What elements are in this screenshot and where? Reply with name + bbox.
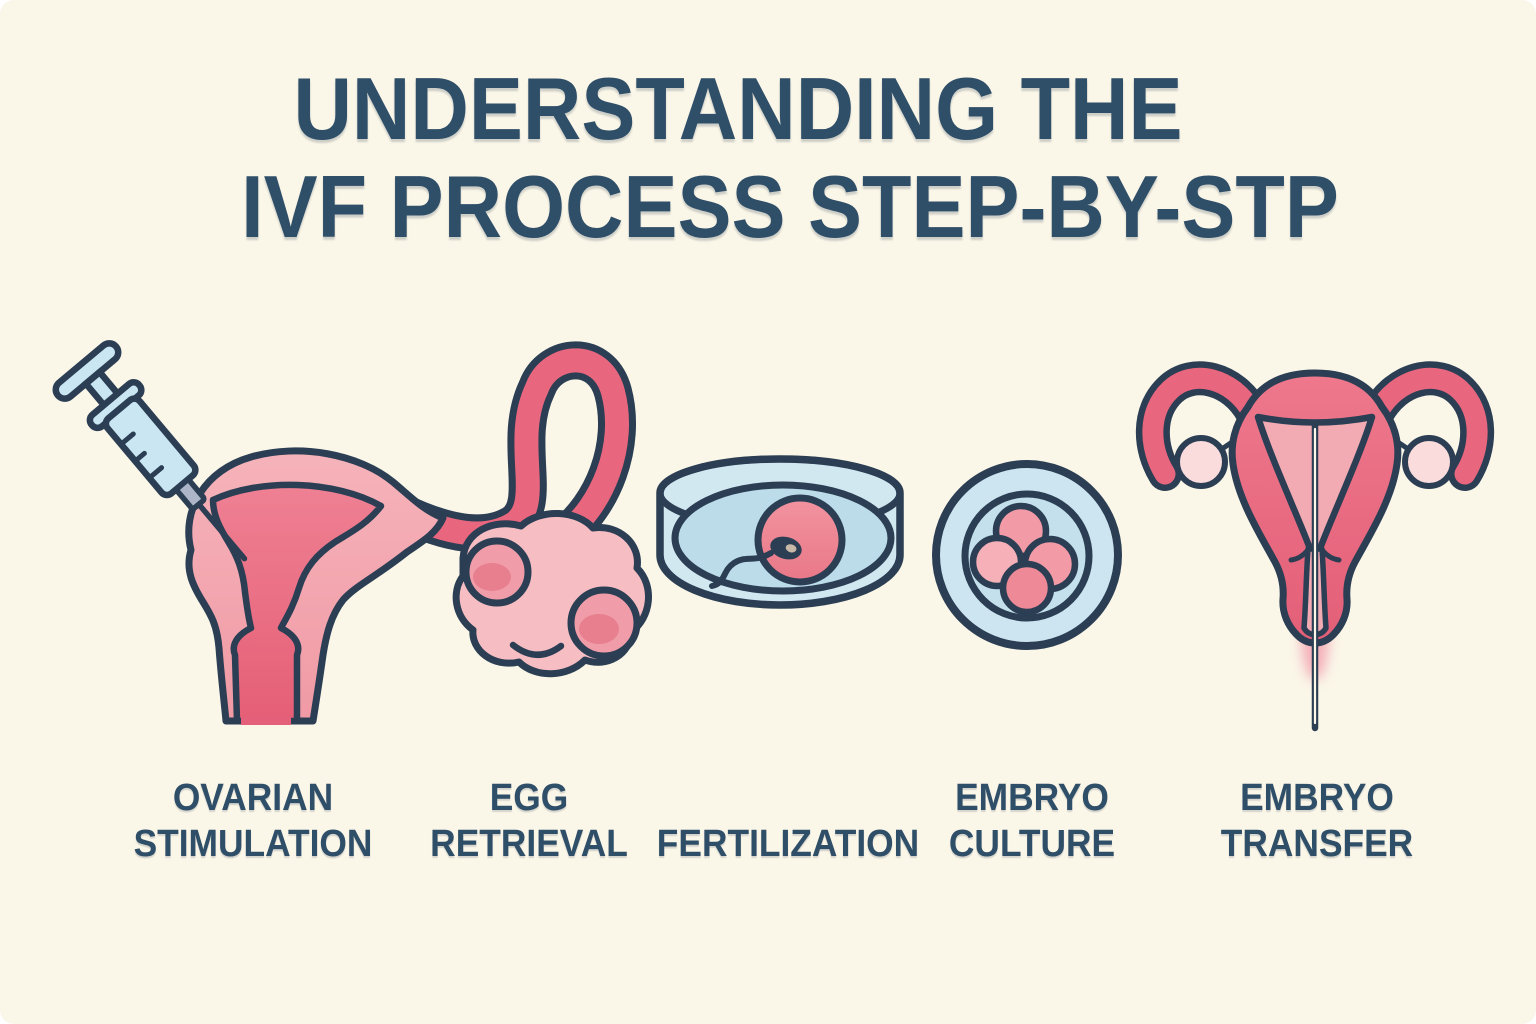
step-label-ovarian-stimulation: OVARIAN STIMULATION <box>67 775 439 867</box>
step-label-line: CULTURE <box>948 823 1116 865</box>
left-ovary-icon <box>1174 435 1228 489</box>
step-label-line: OVARIAN <box>172 777 334 819</box>
embryo-cells-icon <box>969 502 1079 616</box>
step-label-embryo-transfer: EMBRYO TRANSFER <box>1131 775 1503 867</box>
step-label-line: RETRIEVAL <box>430 823 628 865</box>
fallopian-tubes-icon <box>1135 361 1495 491</box>
page-title-line-1: UNDERSTANDING THE <box>293 59 1183 158</box>
sperm-icon <box>709 536 802 589</box>
embryo-icon <box>927 455 1127 655</box>
step-label-fertilization: FERTILIZATION <box>602 775 974 867</box>
syringe-icon <box>52 340 248 562</box>
step-label-embryo-culture: EMBRYO CULTURE <box>846 775 1218 867</box>
step-label-egg-retrieval: EGG RETRIEVAL <box>343 775 715 867</box>
uterus-with-catheter-icon <box>1115 350 1515 750</box>
egg-cell-icon <box>754 494 846 586</box>
ovary-follicles-icon <box>452 510 652 678</box>
petri-dish-icon <box>650 445 910 625</box>
step-label-line: FERTILIZATION <box>656 823 920 865</box>
step-label-line: TRANSFER <box>1220 823 1414 865</box>
page-title-line-2: IVF PROCESS STEP-BY-STP <box>241 157 1339 256</box>
step-label-line: EGG <box>489 777 569 819</box>
uterus-icon <box>185 447 447 725</box>
right-ovary-icon <box>1402 435 1456 489</box>
step-label-line: EMBRYO <box>955 777 1109 819</box>
step-label-line: EMBRYO <box>1240 777 1394 819</box>
needle-icon <box>190 494 248 562</box>
step-label-line: STIMULATION <box>133 823 373 865</box>
uterus-with-syringe-icon <box>45 330 652 750</box>
